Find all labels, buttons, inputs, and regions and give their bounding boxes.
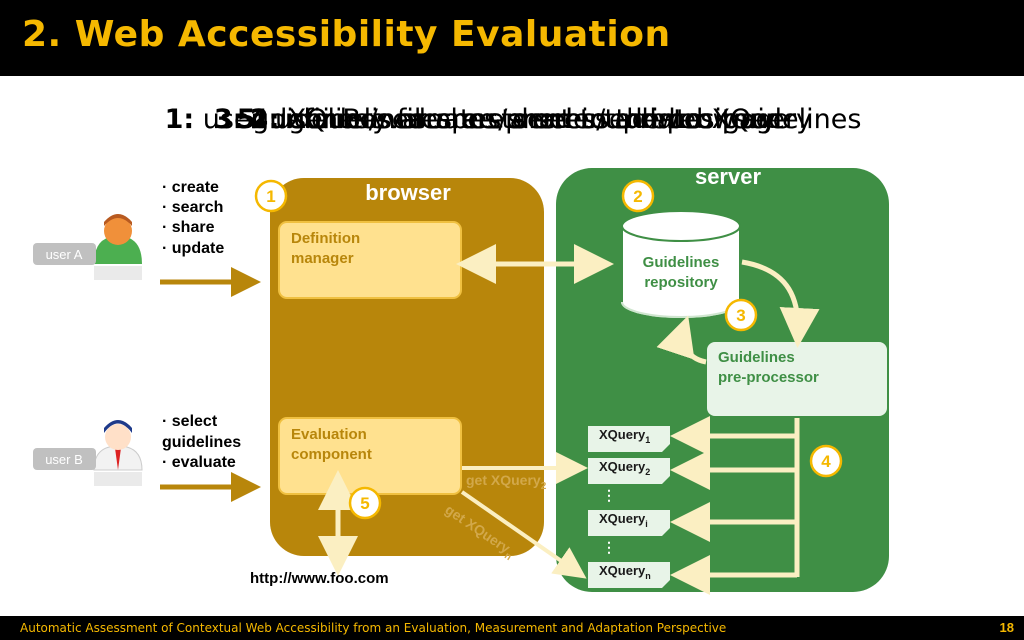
svg-text:5: 5 bbox=[360, 494, 369, 513]
title-bar: 2. Web Accessibility Evaluation bbox=[0, 0, 1024, 76]
xquery-ellipsis-2: ⋮ bbox=[602, 539, 616, 555]
step-caption-4: 4: XQuery files are sent to the browser bbox=[249, 104, 777, 135]
footer-bar: Automatic Assessment of Contextual Web A… bbox=[0, 616, 1024, 640]
footer-text: Automatic Assessment of Contextual Web A… bbox=[20, 621, 727, 635]
browser-title: browser bbox=[365, 180, 451, 205]
repository-label-1: Guidelines bbox=[643, 254, 720, 271]
user-b-avatar bbox=[93, 420, 143, 486]
url-label: http://www.foo.com bbox=[250, 570, 389, 587]
step-badge-3: 3 bbox=[724, 298, 758, 332]
user-a-avatar bbox=[94, 214, 142, 280]
step-caption-2: 2: guidelines are stored in a repository bbox=[249, 104, 777, 135]
xquery-doc-2: XQuery2 bbox=[588, 458, 670, 484]
xquery-doc-n: XQueryn bbox=[588, 562, 670, 588]
user-a-action-4: · update bbox=[162, 240, 224, 257]
server-title: server bbox=[695, 164, 762, 189]
arrow-repo-to-preprocessor bbox=[741, 259, 820, 348]
definition-manager-label-1: Definition bbox=[291, 230, 360, 247]
step-badge-1: 1 bbox=[254, 179, 288, 213]
svg-text:XQuery1: XQuery1 bbox=[599, 427, 650, 445]
evaluation-component-label-1: Evaluation bbox=[291, 426, 367, 443]
page-title: 2. Web Accessibility Evaluation bbox=[22, 14, 671, 55]
repository-label-2: repository bbox=[644, 274, 718, 291]
step-caption-5: 5: user B evaluates a selected web page bbox=[236, 104, 790, 135]
xquery-doc-i: XQueryi bbox=[588, 510, 670, 536]
step-caption-1: 1: user defines/searches/shares/updates … bbox=[164, 104, 862, 135]
user-b-action-2: guidelines bbox=[162, 434, 241, 451]
preprocessor-label-2: pre-processor bbox=[718, 369, 819, 386]
user-a-tag bbox=[33, 243, 96, 265]
user-b-action-3: · evaluate bbox=[162, 454, 236, 471]
user-b-tag bbox=[33, 448, 96, 470]
user-a-action-1: · create bbox=[162, 179, 219, 196]
step-caption-3: 3: guidelines are pre-processed into XQu… bbox=[213, 104, 813, 135]
xquery-doc-1: XQuery1 bbox=[588, 426, 670, 452]
svg-text:XQuery2: XQuery2 bbox=[599, 459, 650, 477]
svg-text:XQueryn: XQueryn bbox=[599, 563, 651, 581]
svg-text:3: 3 bbox=[736, 306, 745, 325]
step-badge-4: 4 bbox=[809, 444, 843, 478]
get-xquery-2-label: get XQuery2 bbox=[466, 472, 547, 492]
guidelines-repository bbox=[621, 210, 741, 318]
user-b-label: user B bbox=[45, 452, 83, 467]
preprocessor-label-1: Guidelines bbox=[718, 349, 795, 366]
definition-manager-label-2: manager bbox=[291, 250, 354, 267]
evaluation-component-label-2: component bbox=[291, 446, 372, 463]
preprocessor-box bbox=[707, 342, 887, 416]
arrow-preprocessor-to-repo bbox=[656, 315, 707, 365]
step-captions: 1: user defines/searches/shares/updates … bbox=[0, 104, 1024, 144]
arrow-get-xquery-n bbox=[460, 490, 587, 579]
svg-text:1: 1 bbox=[266, 187, 275, 206]
page-number: 18 bbox=[999, 620, 1014, 635]
step-badge-2: 2 bbox=[621, 179, 655, 213]
svg-text:4: 4 bbox=[821, 452, 831, 471]
svg-text:2: 2 bbox=[633, 187, 642, 206]
svg-text:XQueryi: XQueryi bbox=[599, 511, 648, 529]
step-badge-5: 5 bbox=[348, 486, 382, 520]
user-a-action-2: · search bbox=[162, 199, 223, 216]
user-a-label: user A bbox=[46, 247, 83, 262]
xquery-ellipsis-1: ⋮ bbox=[602, 487, 616, 503]
user-a-action-3: · share bbox=[162, 219, 215, 236]
user-b-action-1: · select bbox=[162, 413, 218, 430]
